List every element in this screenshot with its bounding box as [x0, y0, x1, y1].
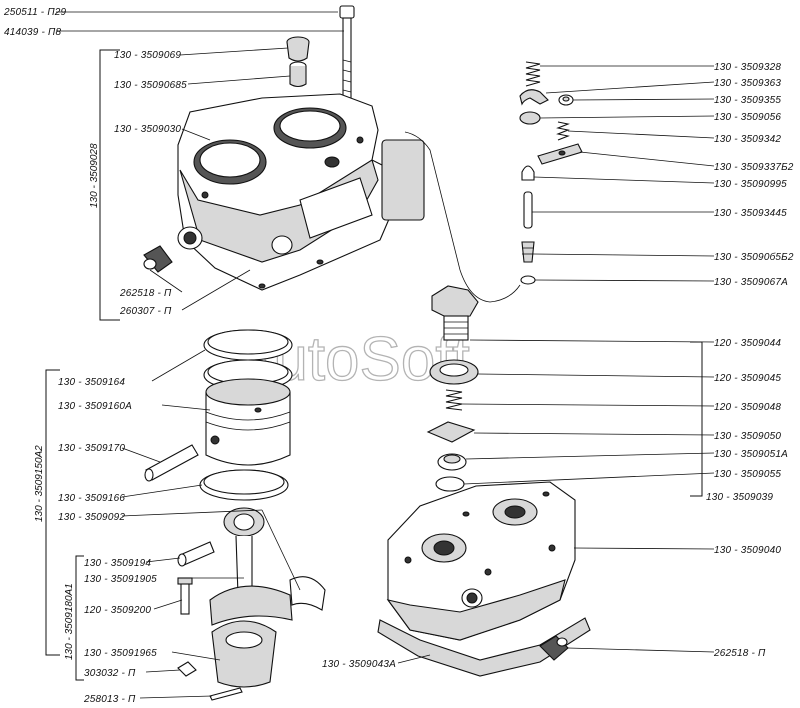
head-plug-part: [539, 635, 569, 661]
o-ring-part: [520, 275, 536, 285]
valve-seat-part: [437, 453, 467, 471]
label-262518-right: 262518 - П: [713, 648, 766, 659]
label-3509160a: 130 - 3509160А: [58, 401, 132, 412]
valve-plug-part: [431, 285, 479, 341]
part-labels: 250511 - П29 414039 - П8 130 - 3509069 1…: [3, 7, 794, 705]
cylinder-head-part: [386, 481, 576, 641]
head-gasket-part: [377, 617, 591, 677]
label-3509051a: 130 - 3509051А: [714, 449, 788, 460]
label-3509200: 120 - 3509200: [84, 605, 151, 616]
piston-ring-bottom-part: [199, 469, 289, 501]
cotter-pin-part: [209, 687, 243, 701]
unloader-parts-group: [404, 61, 583, 303]
rod-cap-part: [211, 620, 277, 688]
cylinder-block-part: [177, 93, 425, 291]
label-262518-left: 262518 - П: [119, 288, 172, 299]
label-3509150a2-vertical: 130 - 3509150А2: [34, 445, 45, 522]
valve-plate-part: [426, 421, 476, 443]
label-3509050: 130 - 3509050: [714, 431, 781, 442]
washer-small-part: [558, 94, 574, 106]
label-3509164: 130 - 3509164: [58, 377, 125, 388]
disc-part: [519, 111, 541, 125]
brackets: [45, 49, 703, 681]
label-3509055: 130 - 3509055: [714, 469, 781, 480]
nut-part: [177, 661, 197, 677]
label-3509065b2: 130 - 35090б5Б2: [714, 251, 794, 263]
label-3509030: 130 - 3509030: [114, 124, 181, 135]
push-rod-part: [523, 191, 533, 229]
label-3509045: 120 - 3509045: [714, 373, 781, 384]
label-3509194: 130 - 3509194: [84, 558, 151, 569]
bracket-clip-part: [519, 89, 549, 106]
label-258013: 258013 - П: [83, 694, 136, 705]
label-414039: 414039 - П8: [4, 27, 62, 38]
label-3509092: 130 - 3509092: [58, 512, 125, 523]
label-260307: 260307 - П: [119, 306, 172, 317]
label-3509069: 130 - 3509069: [114, 50, 181, 61]
cylinder-block-group: [143, 5, 425, 291]
valve-stem-part: [521, 241, 535, 263]
rod-bolt-part: [177, 577, 193, 615]
label-3509043a: 130 - 3509043А: [322, 659, 396, 670]
label-250511: 250511 - П29: [3, 7, 67, 18]
label-3509068b: 130 - 35090685: [114, 80, 187, 91]
label-3509044: 120 - 3509044: [714, 338, 781, 349]
piston-group: [144, 329, 326, 701]
valve-spring-part: [445, 389, 463, 411]
sleeve-part: [289, 61, 307, 88]
long-bolt-part: [339, 5, 355, 105]
piston-part: [205, 378, 291, 466]
label-3509342: 130 - 3509342: [714, 134, 781, 145]
label-3509196b: 130 - 35091965: [84, 648, 157, 659]
label-3509166: 130 - 3509166: [58, 493, 125, 504]
label-3509337b2: 130 - 3509337Б2: [714, 162, 794, 173]
rod-bushing-part: [177, 541, 215, 567]
cylinder-head-group: [377, 285, 591, 677]
label-3509180a1-vertical: 130 - 3509180А1: [64, 583, 75, 660]
piston-ring-top-part: [203, 329, 293, 361]
cap-part: [521, 165, 535, 181]
leader-lines: [56, 11, 715, 699]
lever-plate-part: [537, 143, 583, 165]
label-3509190b: 130 - 35091905: [84, 574, 157, 585]
spring-part: [556, 121, 570, 141]
label-3509028-vertical: 130 - 3509028: [89, 143, 100, 208]
label-3509344b: 130 - 35093445: [714, 208, 787, 219]
bushing-part: [286, 36, 310, 62]
label-3509040: 130 - 3509040: [714, 545, 781, 556]
label-3509056: 130 - 3509056: [714, 112, 781, 123]
label-3509328: 130 - 3509328: [714, 62, 781, 73]
spring-small-part: [525, 61, 541, 87]
gasket-ring-part: [435, 476, 465, 492]
piston-pin-part: [144, 444, 199, 482]
label-3509067a: 130 - 3509067А: [714, 277, 788, 288]
label-3509170: 130 - 3509170: [58, 443, 125, 454]
label-3509039: 130 - 3509039: [706, 492, 773, 503]
plug-part: [143, 245, 173, 273]
valve-seat-washer-part: [429, 359, 479, 385]
connecting-rod-part: [209, 507, 326, 626]
label-3509355: 130 - 3509355: [714, 95, 781, 106]
label-3509048: 120 - 3509048: [714, 402, 781, 413]
label-3509099b: 130 - 35090995: [714, 179, 787, 190]
label-303032: 303032 - П: [84, 668, 136, 679]
label-3509363: 130 - 3509363: [714, 78, 781, 89]
